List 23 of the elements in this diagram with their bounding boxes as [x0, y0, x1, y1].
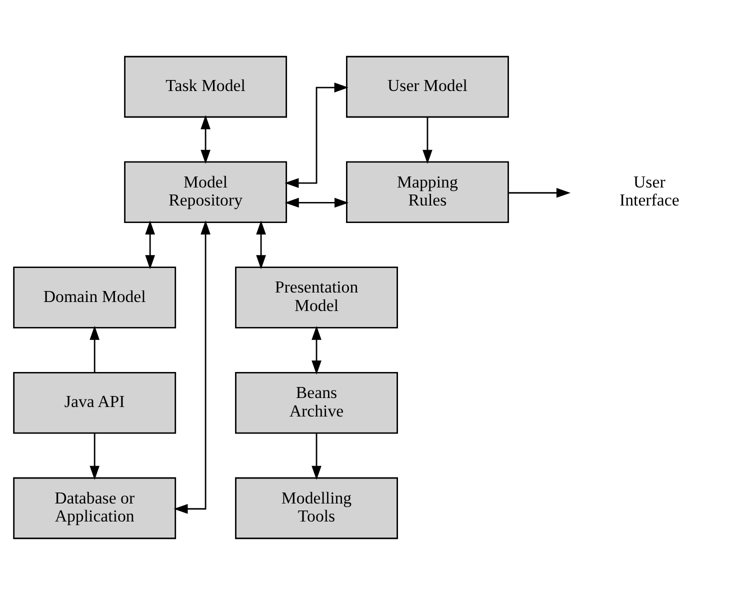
- node-box: Presentation Model: [235, 266, 398, 328]
- arrow: [422, 117, 432, 164]
- arrow: [145, 220, 155, 270]
- node-box: Task Model: [124, 56, 288, 118]
- arrow: [90, 326, 100, 372]
- node-box: Beans Archive: [235, 372, 398, 434]
- node-box: Java API: [13, 372, 176, 434]
- node-box: User Model: [346, 56, 509, 118]
- arrow: [256, 220, 266, 270]
- arrow: [508, 188, 571, 198]
- arrow: [174, 220, 210, 514]
- node-box: Model Repository: [124, 161, 288, 224]
- node-box: Mapping Rules: [346, 161, 509, 224]
- node-box: Database or Application: [13, 477, 176, 540]
- node-text: User Interface: [619, 172, 680, 210]
- arrow: [90, 433, 100, 480]
- node-box: Modelling Tools: [235, 477, 398, 540]
- node-box: Domain Model: [13, 266, 176, 328]
- arrow: [284, 198, 349, 208]
- arrow: [312, 326, 322, 375]
- arrow: [284, 82, 348, 188]
- arrow: [312, 433, 322, 480]
- arrow: [200, 115, 210, 164]
